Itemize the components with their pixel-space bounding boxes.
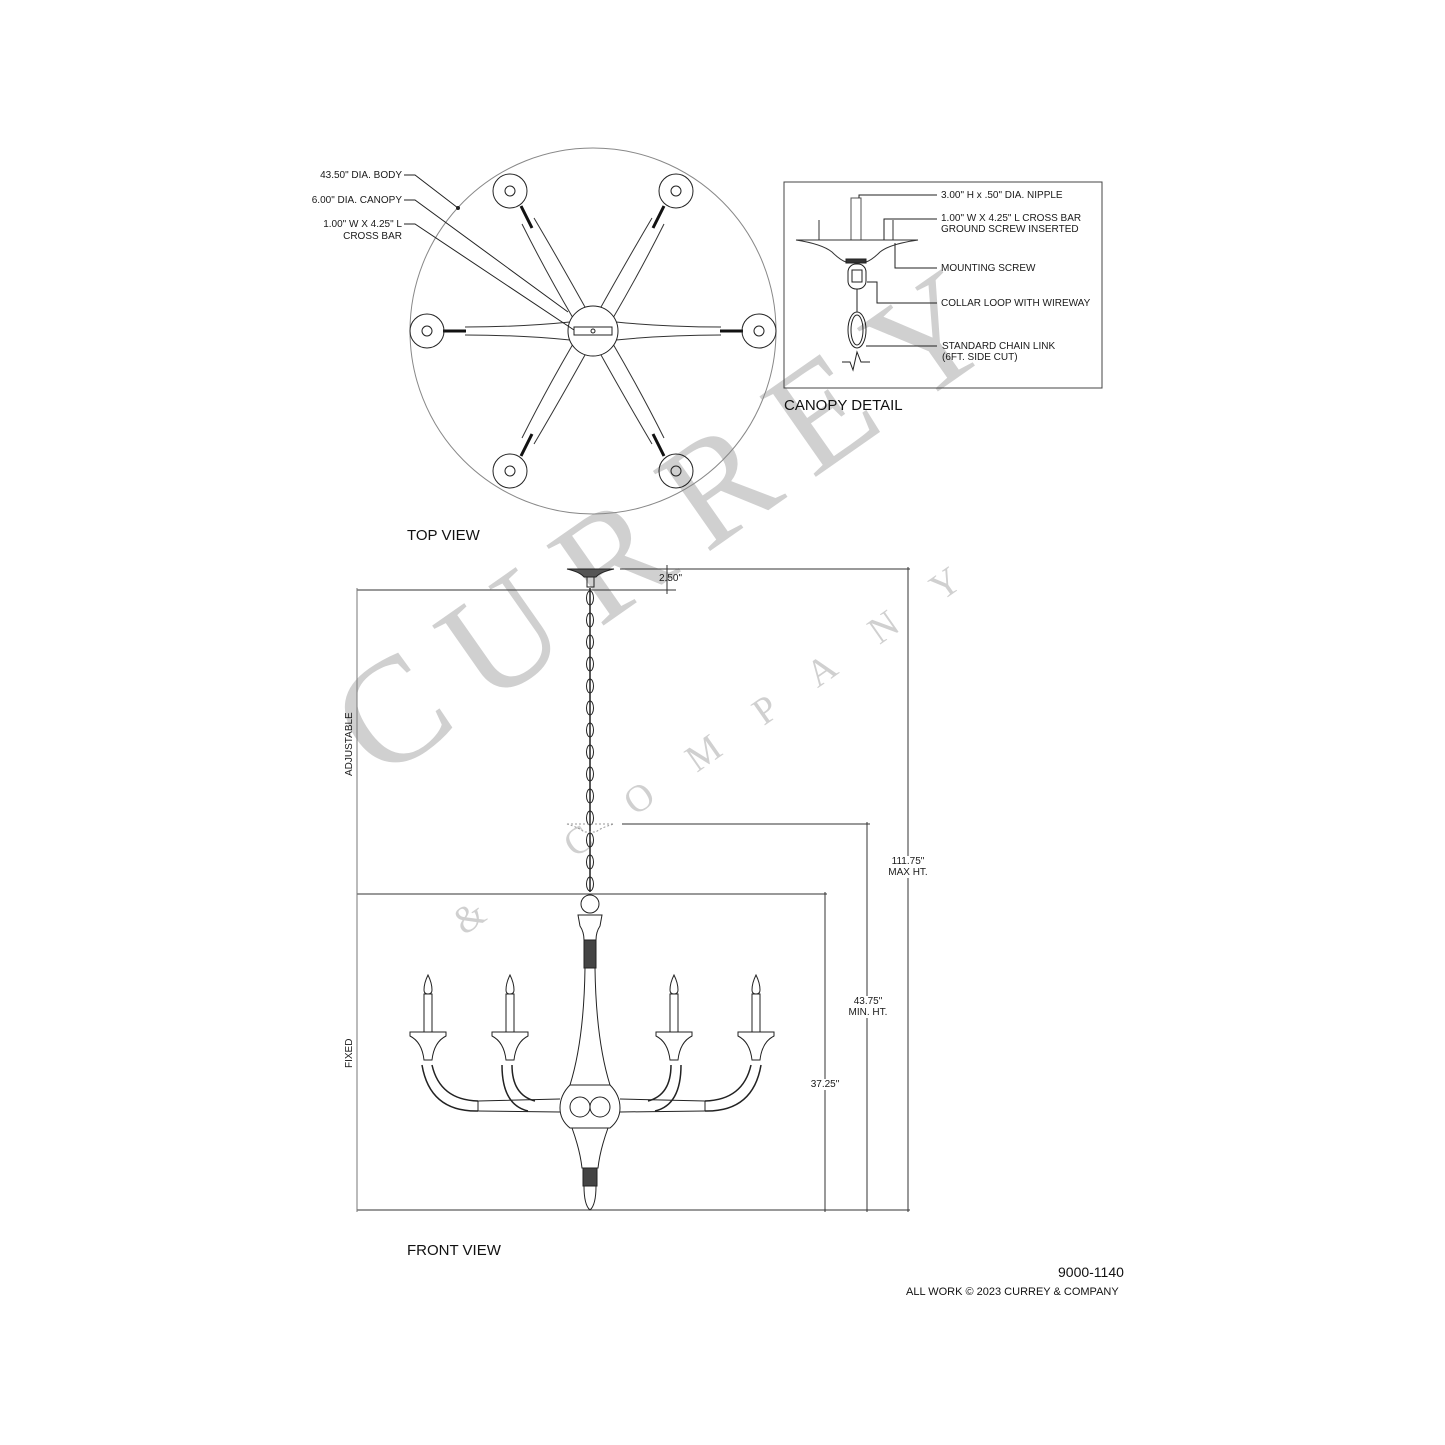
dim-max-height-value: 111.75"	[880, 856, 936, 867]
callout-collar-loop: COLLAR LOOP WITH WIREWAY	[941, 298, 1091, 309]
top-view-title: TOP VIEW	[407, 527, 480, 544]
front-view-drawing	[409, 568, 775, 1211]
callout-cross-bar-ground-line2: GROUND SCREW INSERTED	[941, 224, 1079, 235]
front-view-dimensions	[356, 565, 910, 1212]
copyright-notice: ALL WORK © 2023 CURREY & COMPANY	[906, 1286, 1119, 1298]
callout-cross-bar-ground-line1: 1.00" W X 4.25" L CROSS BAR	[941, 213, 1082, 224]
callout-mounting-screw: MOUNTING SCREW	[941, 263, 1036, 274]
callout-cross-bar-line2: CROSS BAR	[343, 231, 402, 242]
dim-canopy-height: 2.50"	[659, 573, 683, 584]
dim-max-height-label: MAX HT.	[880, 867, 936, 878]
top-view-drawing	[404, 147, 777, 515]
callout-canopy-diameter: 6.00" DIA. CANOPY	[311, 195, 402, 206]
dim-min-height-value: 43.75"	[840, 996, 896, 1007]
label-adjustable: ADJUSTABLE	[344, 712, 355, 776]
callout-nipple: 3.00" H x .50" DIA. NIPPLE	[941, 190, 1063, 201]
part-number: 9000-1140	[1058, 1264, 1124, 1280]
front-view-title: FRONT VIEW	[407, 1242, 501, 1259]
dim-min-height-label: MIN. HT.	[840, 1007, 896, 1018]
canopy-detail-title: CANOPY DETAIL	[784, 397, 903, 414]
dim-body-height: 37.25"	[803, 1079, 847, 1090]
callout-chain-link-line2: (6FT. SIDE CUT)	[942, 352, 1018, 363]
label-fixed: FIXED	[344, 1038, 355, 1068]
callout-body-diameter: 43.50" DIA. BODY	[320, 170, 402, 181]
canopy-detail-drawing	[783, 181, 1103, 389]
callout-cross-bar-line1: 1.00" W X 4.25" L	[323, 219, 402, 230]
callout-chain-link-line1: STANDARD CHAIN LINK	[942, 341, 1056, 352]
